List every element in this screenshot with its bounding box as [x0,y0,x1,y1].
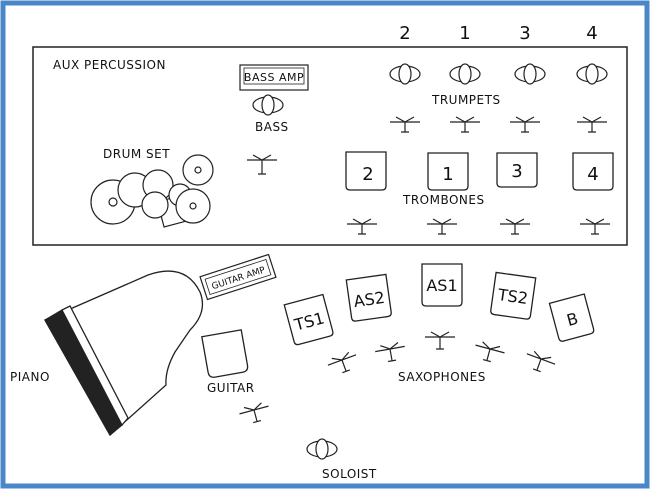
sax-part: B [565,309,581,330]
guitar-label: GUITAR [207,381,255,395]
trumpet-number: 1 [459,23,470,44]
trombone-chair-icon [345,151,614,191]
aux-percussion-label: AUX PERCUSSION [53,58,166,72]
trumpet-number: 4 [586,23,597,44]
chair-icon [252,63,608,460]
riser-outline [32,46,628,246]
trombone-number: 3 [511,161,522,182]
bass-amp-label: BASS AMP [244,71,304,84]
trombone-number: 2 [362,164,373,185]
piano-icon [44,270,204,437]
sax-part: TS2 [496,285,529,308]
sax-part: AS1 [426,276,457,295]
trombone-number: 4 [587,164,598,185]
trombones-label: TROMBONES [402,193,485,207]
drum-icon [90,154,214,228]
trumpets-label: TRUMPETS [431,93,501,107]
trombone-number: 1 [442,164,453,185]
guitar-amp: GUITAR AMP [199,253,277,301]
bass-label: BASS [255,120,289,134]
piano-label: PIANO [10,370,50,384]
saxophones-label: SAXOPHONES [398,370,486,384]
sax-part: AS2 [352,288,386,311]
soloist-label: SOLOIST [322,467,377,481]
sax-chair-icon [283,263,595,346]
music-stand-icon [239,116,610,424]
trumpet-number: 3 [519,23,530,44]
guitar-chair-icon [201,329,249,378]
drum-set-label: DRUM SET [103,147,170,161]
trumpet-number: 2 [399,23,410,44]
bass-amp: BASS AMP [239,64,309,91]
